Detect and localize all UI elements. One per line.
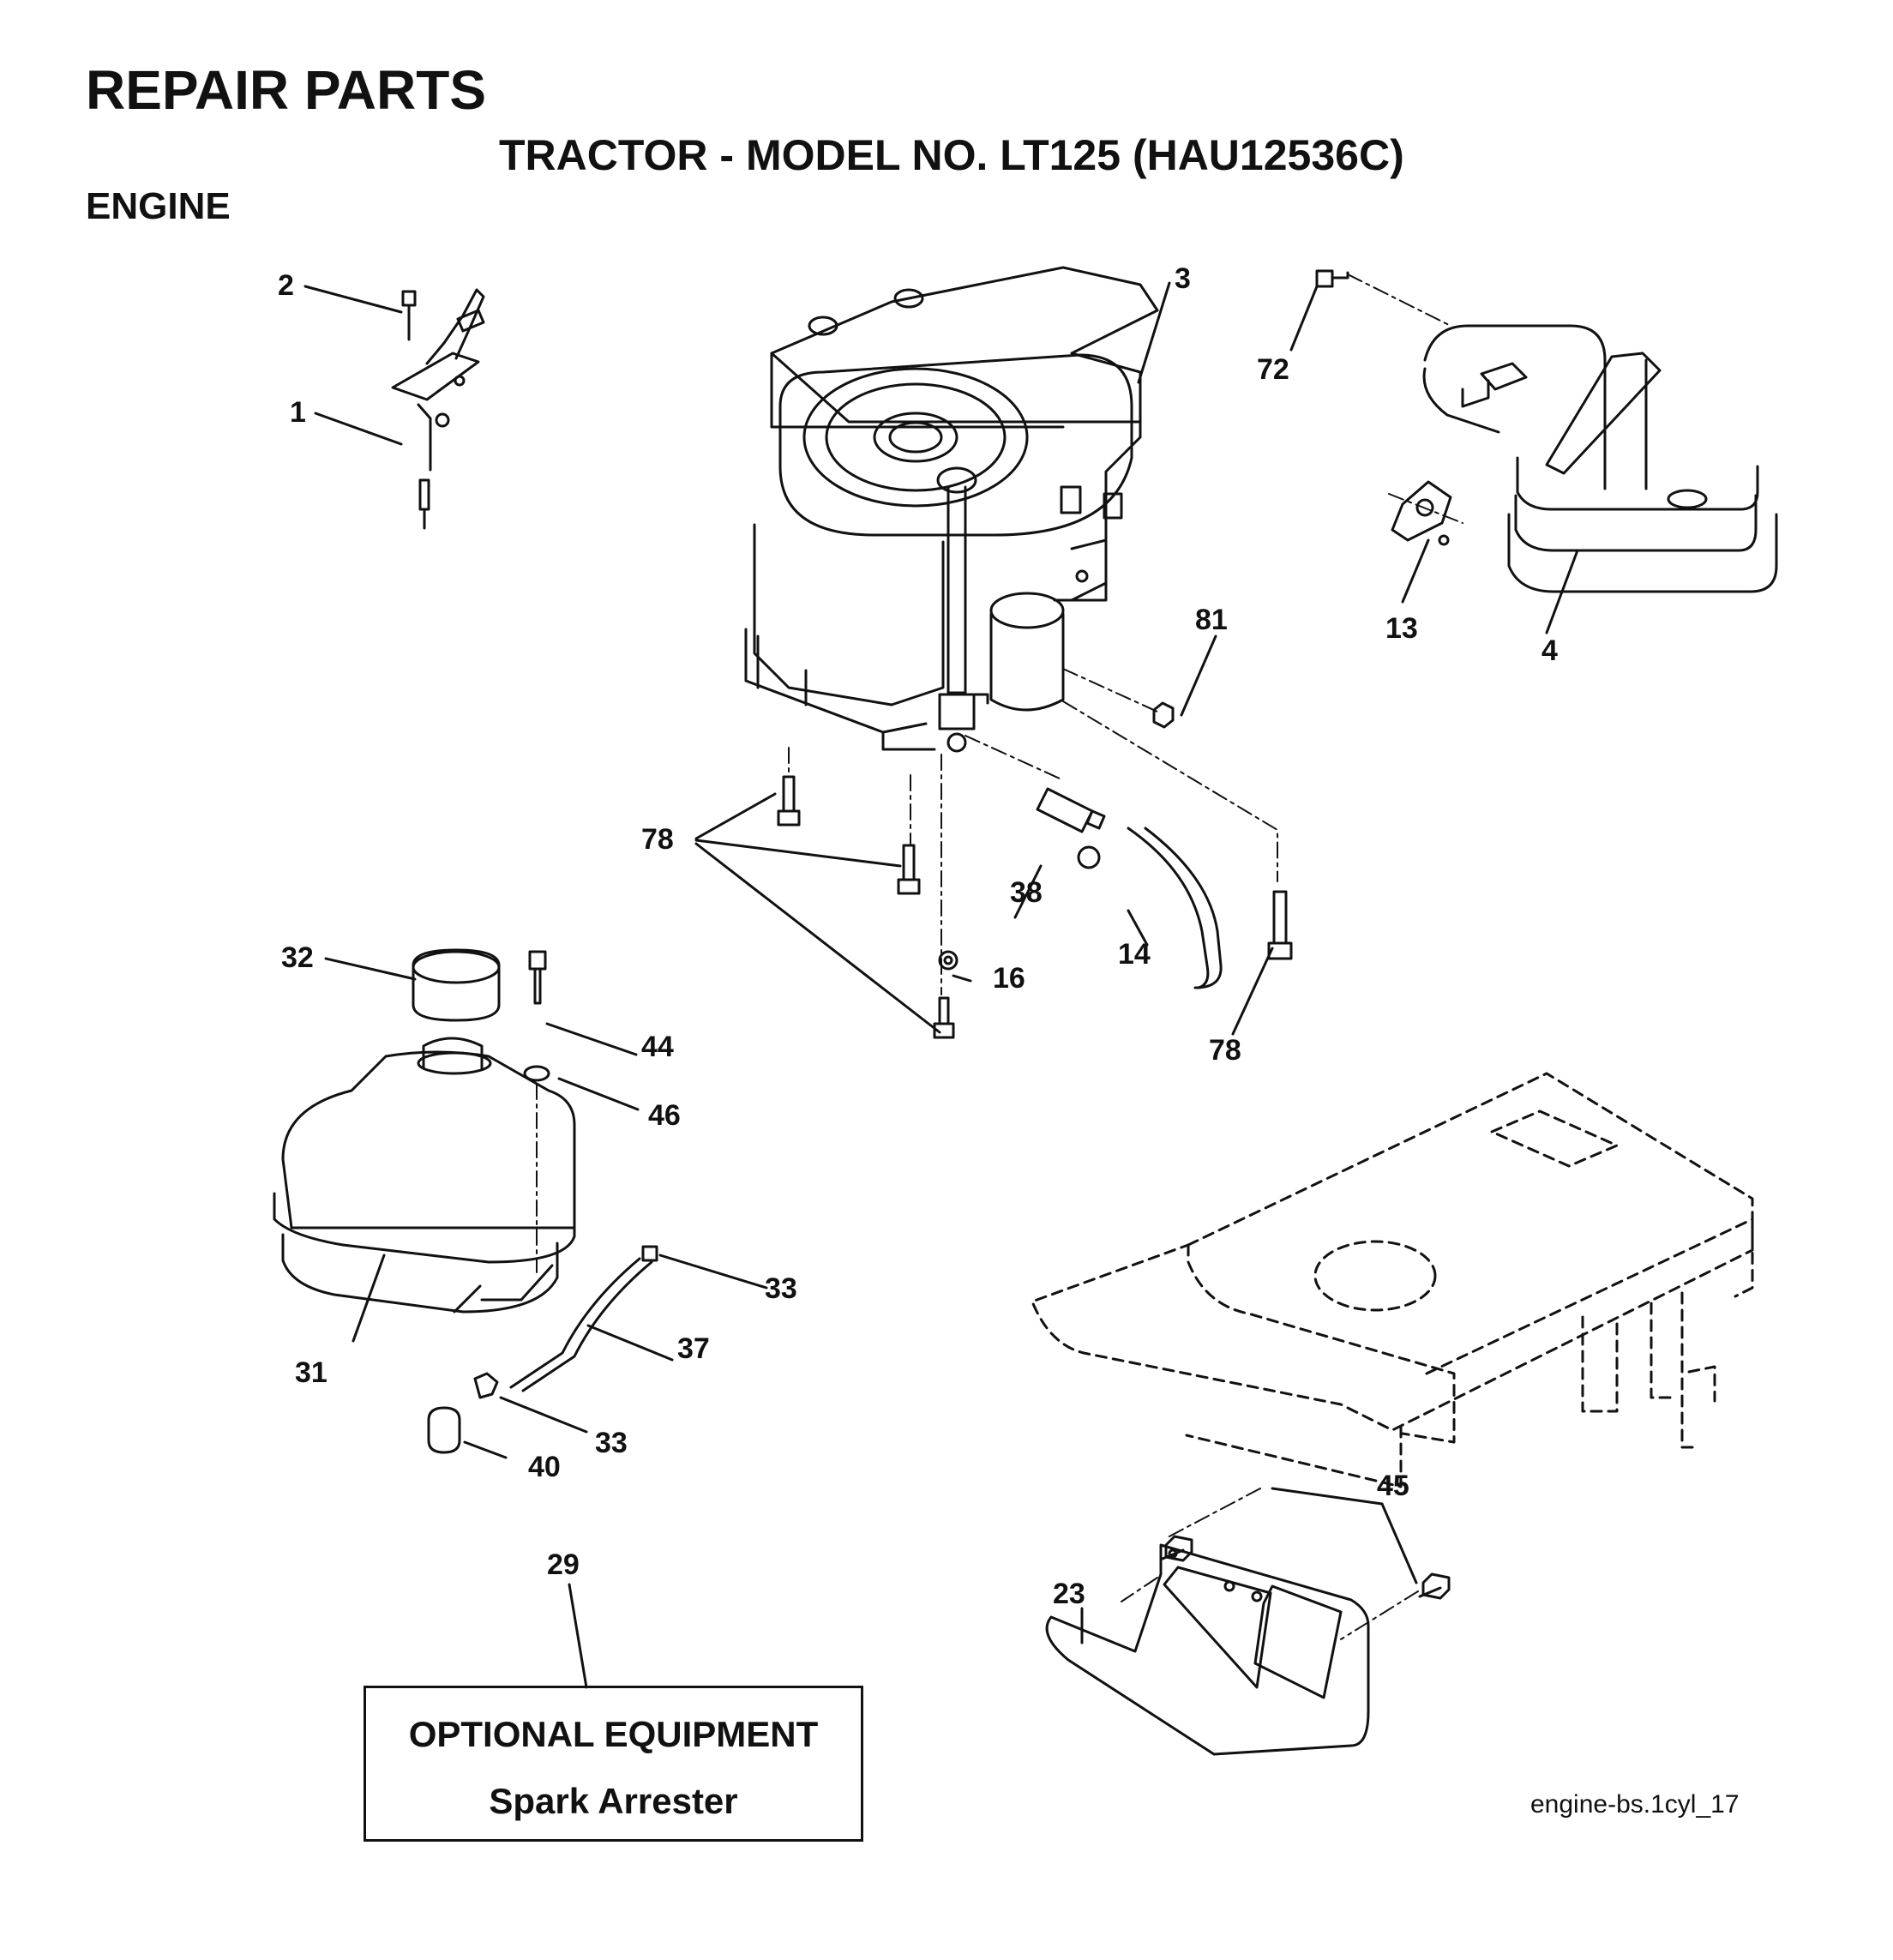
- model-subtitle: TRACTOR - MODEL NO. LT125 (HAU12536C): [499, 131, 1404, 179]
- callout-4: 4: [1541, 634, 1558, 667]
- section-title: ENGINE: [86, 185, 231, 227]
- engine-part: [744, 266, 1159, 753]
- callout-37: 37: [677, 1332, 710, 1365]
- callout-78: 78: [641, 823, 674, 856]
- callout-23: 23: [1053, 1578, 1085, 1610]
- callout-72: 72: [1257, 353, 1289, 386]
- callout-labels: 2 1 3 72 13 4 81 78 38 14 16 78 32 44 46…: [278, 262, 1558, 1610]
- callout-31: 31: [295, 1356, 328, 1389]
- leader-lines: [303, 281, 1579, 1689]
- optional-equipment-box: OPTIONAL EQUIPMENT Spark Arrester: [364, 1686, 863, 1842]
- callout-14: 14: [1118, 938, 1151, 971]
- optional-equipment-title: OPTIONAL EQUIPMENT: [408, 1714, 819, 1754]
- callout-45: 45: [1377, 1470, 1409, 1502]
- page-title: REPAIR PARTS: [86, 59, 486, 121]
- callout-3: 3: [1175, 262, 1191, 295]
- engine-fasteners: [777, 701, 1293, 1039]
- callout-13: 13: [1385, 612, 1418, 645]
- callout-33: 33: [765, 1272, 797, 1305]
- throttle-control-part: [391, 288, 485, 530]
- callout-81: 81: [1195, 604, 1228, 636]
- callout-33-b: 33: [595, 1427, 628, 1459]
- fuel-tank-part: [273, 948, 658, 1454]
- heat-shield-part: [1045, 1535, 1451, 1756]
- spark-arrester-label: Spark Arrester: [489, 1781, 738, 1821]
- callout-1: 1: [290, 396, 306, 429]
- callout-44: 44: [641, 1031, 674, 1063]
- diagram-reference: engine-bs.1cyl_17: [1530, 1790, 1740, 1819]
- callout-40: 40: [528, 1451, 561, 1483]
- muffler-part: [1315, 269, 1778, 593]
- callout-29: 29: [547, 1548, 580, 1581]
- callout-2: 2: [278, 269, 294, 302]
- callout-78-b: 78: [1209, 1034, 1241, 1067]
- alignment-lines: [536, 274, 1463, 1640]
- callout-32: 32: [281, 941, 314, 974]
- chassis-frame: [1031, 1072, 1754, 1488]
- callout-46: 46: [648, 1099, 681, 1132]
- callout-16: 16: [993, 962, 1025, 995]
- callout-38: 38: [1010, 876, 1043, 909]
